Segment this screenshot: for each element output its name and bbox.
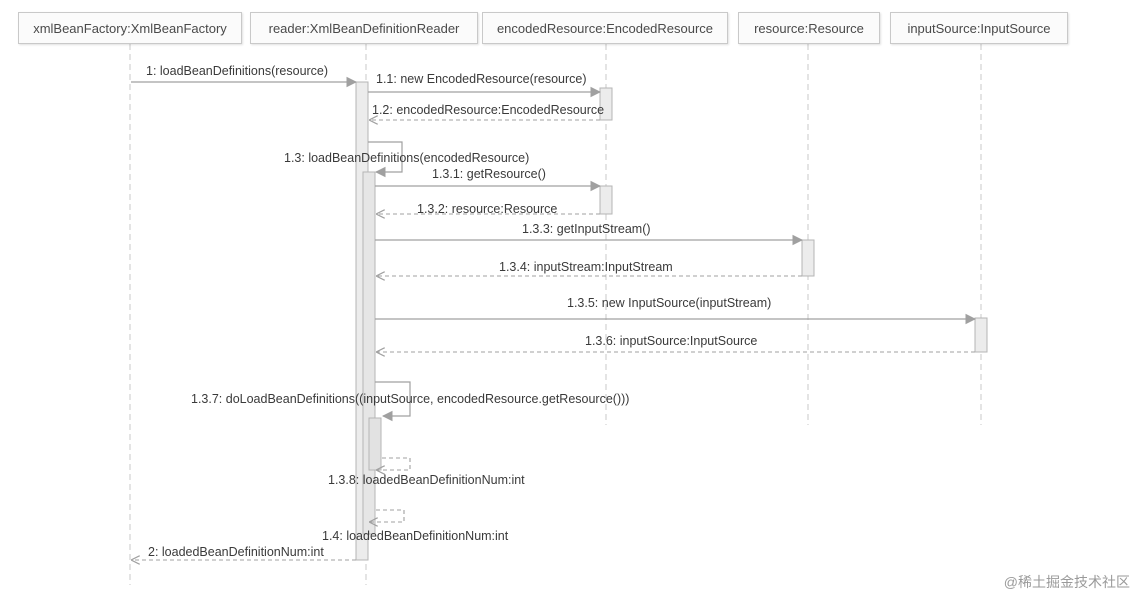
lifeline-label: encodedResource:EncodedResource — [496, 20, 714, 36]
lifeline-header-input: inputSource:InputSource — [890, 12, 1068, 44]
arrow-m14 — [370, 509, 405, 522]
message-label-m13: 1.3: loadBeanDefinitions(encodedResource… — [284, 151, 530, 165]
message-label-m2: 2: loadedBeanDefinitionNum:int — [148, 545, 324, 559]
message-label-m132: 1.3.2: resource:Resource — [417, 202, 558, 216]
activation-encoded-2 — [599, 185, 613, 215]
arrow-m13 — [368, 141, 403, 178]
lifeline-header-encoded: encodedResource:EncodedResource — [482, 12, 728, 44]
message-label-m137: 1.3.7: doLoadBeanDefinitions((inputSourc… — [191, 392, 630, 406]
watermark: @稀土掘金技术社区 — [1003, 574, 1130, 590]
message-label-m1: 1: loadBeanDefinitions(resource) — [146, 64, 329, 78]
arrow-m137 — [375, 381, 411, 422]
message-label-m14: 1.4: loadedBeanDefinitionNum:int — [322, 529, 509, 543]
lifeline-label: reader:XmlBeanDefinitionReader — [268, 20, 460, 36]
arrow-m138 — [377, 457, 411, 470]
message-label-m134: 1.3.4: inputStream:InputStream — [499, 260, 673, 274]
message-label-m11: 1.1: new EncodedResource(resource) — [376, 72, 587, 86]
message-label-m138: 1.3.8: loadedBeanDefinitionNum:int — [328, 473, 525, 487]
lifeline-header-resource: resource:Resource — [738, 12, 880, 44]
lifeline-label: xmlBeanFactory:XmlBeanFactory — [33, 20, 227, 36]
message-label-m131: 1.3.1: getResource() — [432, 167, 546, 181]
message-label-m12: 1.2: encodedResource:EncodedResource — [372, 103, 605, 117]
activation-resource — [801, 239, 815, 277]
message-label-m135: 1.3.5: new InputSource(inputStream) — [567, 296, 772, 310]
activation-reader-inner — [368, 417, 382, 471]
lifeline-header-reader: reader:XmlBeanDefinitionReader — [250, 12, 478, 44]
lifeline-label: inputSource:InputSource — [907, 20, 1051, 36]
activation-input — [974, 317, 988, 353]
message-label-m136: 1.3.6: inputSource:InputSource — [585, 334, 758, 348]
message-label-m133: 1.3.3: getInputStream() — [522, 222, 651, 236]
activation-encoded-1 — [599, 87, 613, 121]
lifeline-label: resource:Resource — [754, 20, 864, 36]
lifeline-header-factory: xmlBeanFactory:XmlBeanFactory — [18, 12, 242, 44]
